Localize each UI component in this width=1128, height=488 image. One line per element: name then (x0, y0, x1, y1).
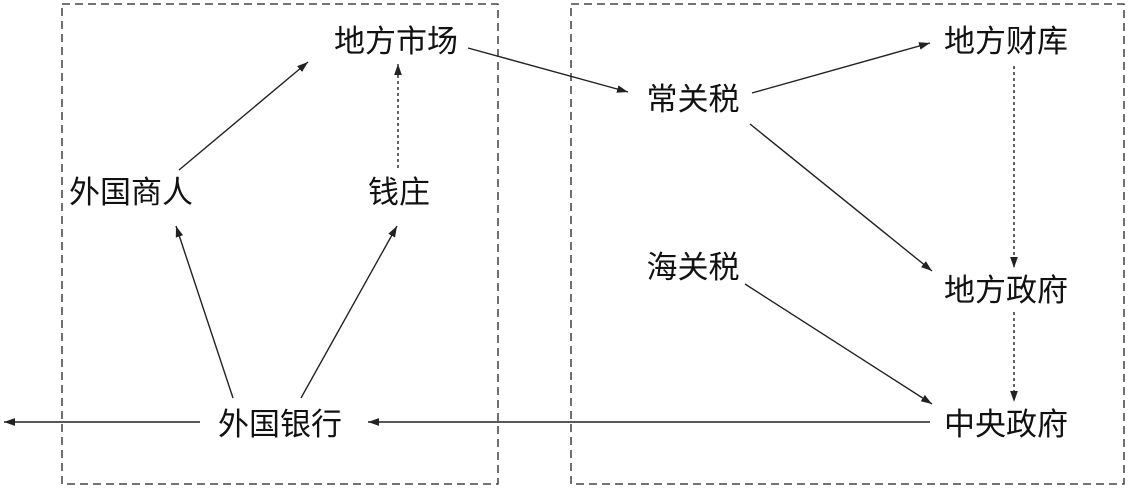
left-dashed-group (61, 3, 499, 485)
arrow-foreign-bank-to-foreign-merchant (175, 225, 234, 399)
arrow-maritime-customs-tax-to-central-government (744, 283, 933, 405)
node-local-treasury: 地方财库 (944, 24, 1068, 60)
arrow-common-customs-tax-to-local-treasury (751, 42, 931, 94)
node-foreign-merchant: 外国商人 (69, 175, 193, 211)
node-local-market: 地方市场 (334, 24, 458, 60)
arrow-foreign-bank-to-native-bank (300, 225, 398, 399)
node-local-government: 地方政府 (944, 273, 1068, 309)
node-maritime-customs-tax: 海关税 (646, 250, 740, 286)
right-dashed-group (570, 3, 1125, 485)
node-foreign-bank: 外国银行 (218, 407, 342, 443)
arrow-common-customs-tax-to-local-government (749, 123, 933, 272)
arrow-foreign-merchant-to-local-market (178, 61, 309, 171)
arrow-local-market-to-common-customs-tax (467, 47, 629, 93)
node-common-customs-tax: 常关税 (646, 82, 740, 118)
node-native-bank: 钱庄 (368, 175, 430, 211)
node-central-government: 中央政府 (944, 407, 1068, 443)
